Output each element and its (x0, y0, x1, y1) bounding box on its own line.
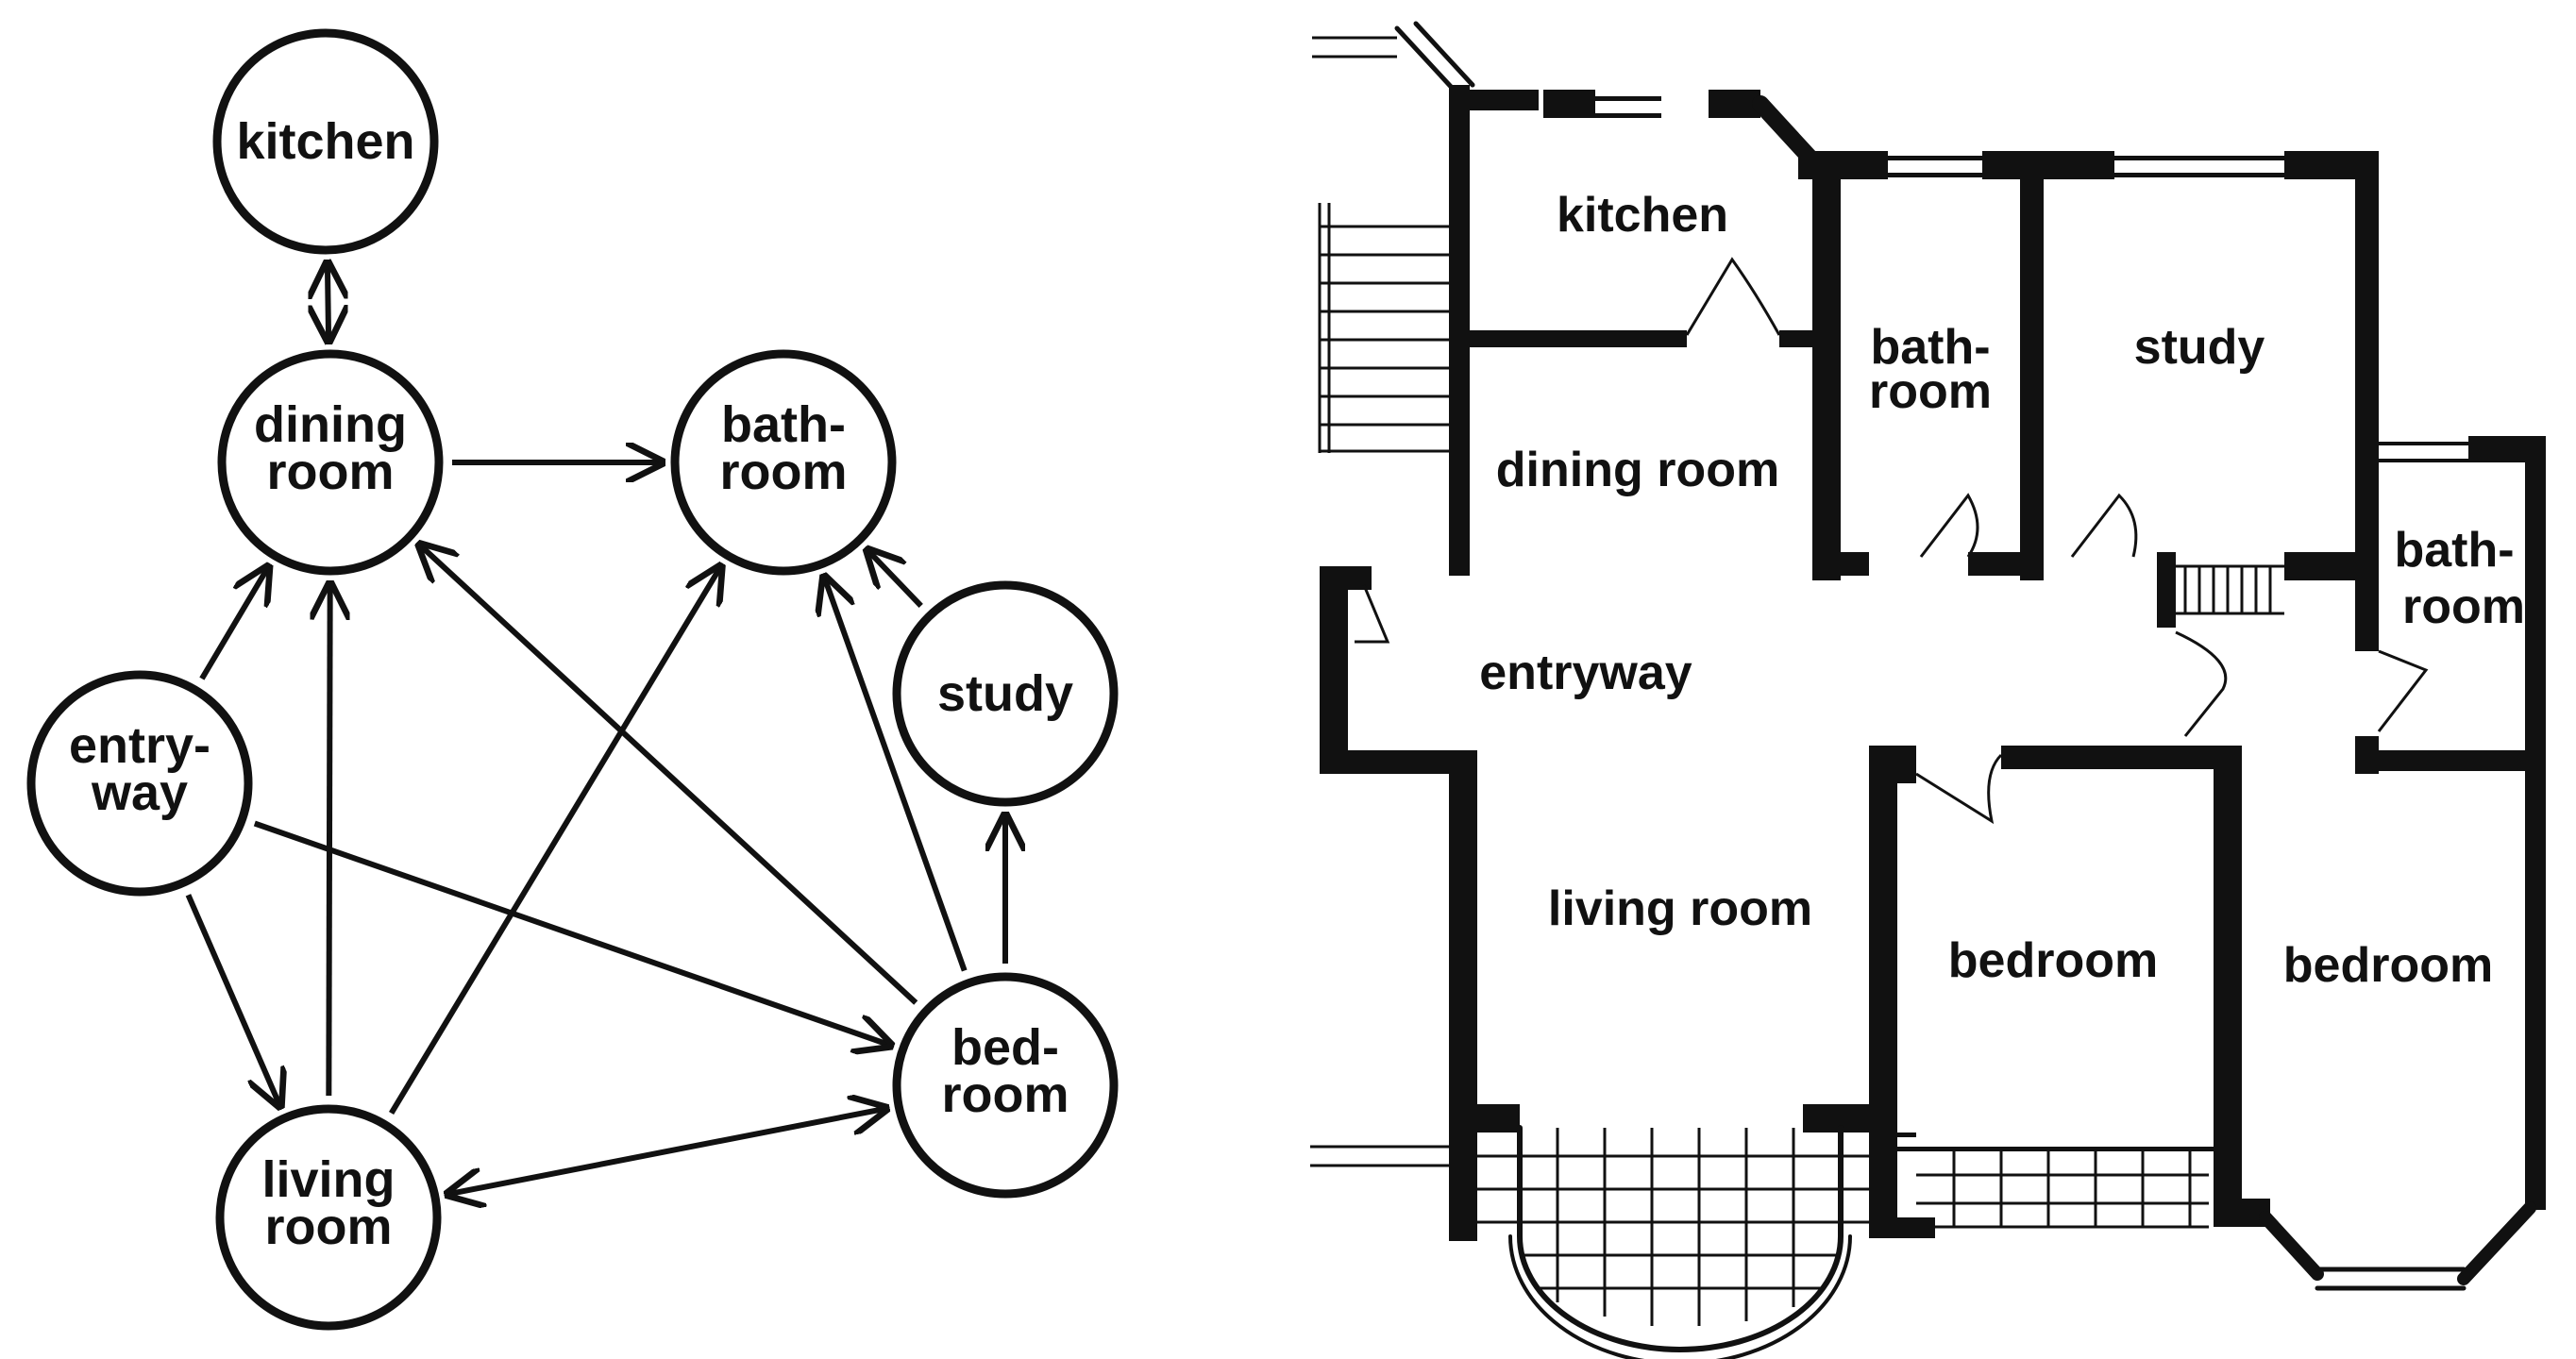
graph-node-label: room (720, 444, 848, 500)
graph-node-bath: bath-room (670, 349, 897, 576)
walls (1310, 85, 2546, 1291)
graph-node-label: living (261, 1151, 395, 1208)
window-top-left (1312, 21, 1475, 92)
graph-node-circle (215, 1104, 442, 1331)
room-label-living-room: living room (1548, 881, 1812, 936)
graph-node-circle (26, 670, 253, 897)
graph-node-label: study (937, 665, 1073, 722)
graph-node-label: dining (254, 396, 407, 453)
graph-node-kitchen: kitchen (212, 28, 439, 255)
graph-edge-entry-to-dining (199, 567, 268, 680)
graph-edge-living-to-dining (328, 584, 329, 1097)
exterior-stairs (1318, 203, 1461, 453)
graph-edge-living-to-bed (448, 1109, 886, 1195)
graph-node-label: way (91, 764, 188, 821)
room-label-bathroom-right-line1: bath- (2394, 523, 2514, 578)
graph-node-circle (892, 972, 1119, 1199)
room-label-bedroom-right: bedroom (2283, 938, 2493, 993)
graph-edge-entry-to-bed (253, 820, 890, 1046)
graph-node-label: room (267, 444, 395, 500)
room-label-bedroom-middle: bedroom (1948, 933, 2158, 988)
graph-node-label: kitchen (236, 113, 414, 170)
interior-stairs (2157, 552, 2284, 628)
room-label-bathroom-upper-line1: bath- (1870, 320, 1990, 375)
room-adjacency-graph: kitchendiningroombath-roomstudyentry-way… (26, 28, 1119, 1331)
graph-node-label: room (942, 1066, 1069, 1123)
graph-edge-entry-to-living (185, 894, 279, 1105)
room-label-bathroom-right-line2: room (2402, 579, 2525, 634)
graph-node-bed: bed-room (892, 972, 1119, 1199)
graph-edge-living-to-bath (389, 566, 721, 1116)
room-labels: kitchen bath- room study dining room bat… (1479, 188, 2525, 993)
bay-terrace (1477, 1125, 2209, 1359)
graph-node-label: bath- (721, 396, 846, 453)
graph-node-circle (892, 580, 1119, 807)
graph-edge-bed-to-bath (824, 578, 968, 972)
graph-node-study: study (892, 580, 1119, 807)
room-label-dining-room: dining room (1496, 443, 1779, 497)
graph-node-circle (670, 349, 897, 576)
graph-node-entry: entry-way (26, 670, 253, 897)
graph-node-label: entry- (69, 717, 210, 774)
room-label-study: study (2134, 320, 2265, 375)
graph-node-circle (212, 28, 439, 255)
graph-node-label: room (265, 1199, 393, 1255)
graph-edge-bed-to-dining (420, 545, 918, 1005)
room-label-bathroom-upper-line2: room (1869, 364, 1992, 419)
doors (1355, 257, 2429, 825)
room-label-entryway: entryway (1479, 646, 1692, 700)
room-label-kitchen: kitchen (1557, 188, 1728, 243)
graph-edge-study-to-bath (867, 550, 923, 608)
graph-node-label: bed- (951, 1019, 1059, 1076)
graph-node-circle (217, 349, 444, 576)
